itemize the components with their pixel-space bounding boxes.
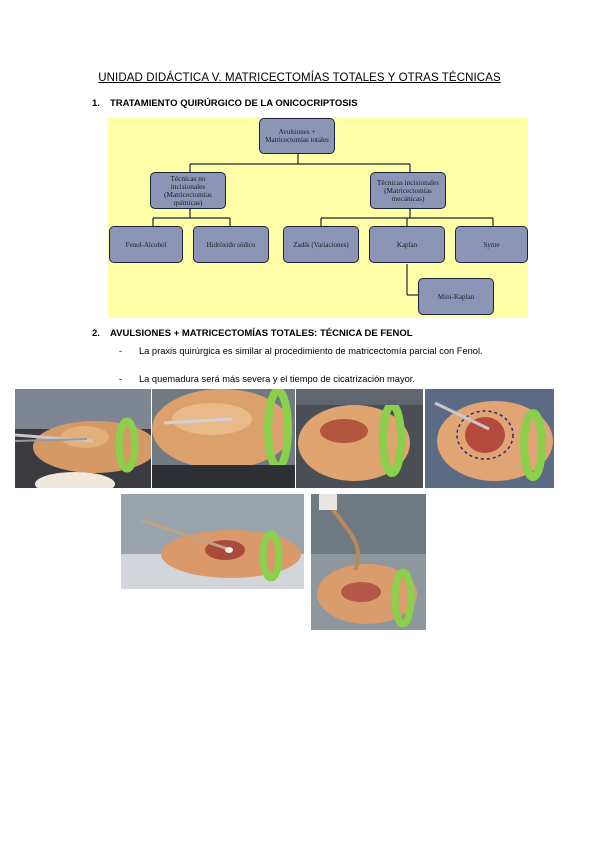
node-tecnicas-no-incisionales: Técnicas no incisionales (Matricectomías… [150,172,226,209]
photo-phenol-applicator [121,494,304,589]
bullet-dash: - [119,374,123,384]
node-kaplan: Kaplan [369,226,445,263]
node-mini-kaplan: Mini-Kaplan [418,278,494,315]
photo-marked-toe-with-instrument [425,389,554,488]
photo-nail-elevator [152,389,295,488]
node-tecnicas-incisionales: Técnicas incisionales (Matricectomías me… [370,172,446,209]
bullet-dash: - [119,346,123,356]
section-1-title: TRATAMIENTO QUIRÚRGICO DE LA ONICOCRIPTO… [110,98,358,109]
treatment-diagram: Avulsiones + Matricectomías totales Técn… [108,117,528,318]
node-syme: Syme [455,226,528,263]
photo-curved-cannula [311,494,426,630]
section-2-number: 2. [92,328,100,339]
node-hidroxido-sodico: Hidróxido sódico [193,226,269,263]
diagram-connectors [152,154,494,296]
bullet-item: - La praxis quirúrgica es similar al pro… [119,344,519,372]
node-zadik: Zadik (Variaciones) [283,226,359,263]
node-avulsiones-matricectomias: Avulsiones + Matricectomías totales [259,118,335,154]
bullet-text: La quemadura será más severa y el tiempo… [139,374,415,384]
photo-scissors-cutting-nail [15,389,151,488]
section-2-title: AVULSIONES + MATRICECTOMÍAS TOTALES: TÉC… [110,328,413,339]
section-2-heading: 2. AVULSIONES + MATRICECTOMÍAS TOTALES: T… [92,328,413,339]
bullet-item: - La quemadura será más severa y el tiem… [119,372,519,386]
bullet-text: La praxis quirúrgica es similar al proce… [139,346,483,356]
section-1-heading: 1. TRATAMIENTO QUIRÚRGICO DE LA ONICOCRIP… [92,98,358,109]
node-fenol-alcohol: Fenol-Alcohol [109,226,183,263]
section-1-number: 1. [92,98,100,109]
page-title: UNIDAD DIDÁCTICA V. MATRICECTOMÍAS TOTAL… [98,72,501,84]
photo-nail-removed [296,389,423,488]
